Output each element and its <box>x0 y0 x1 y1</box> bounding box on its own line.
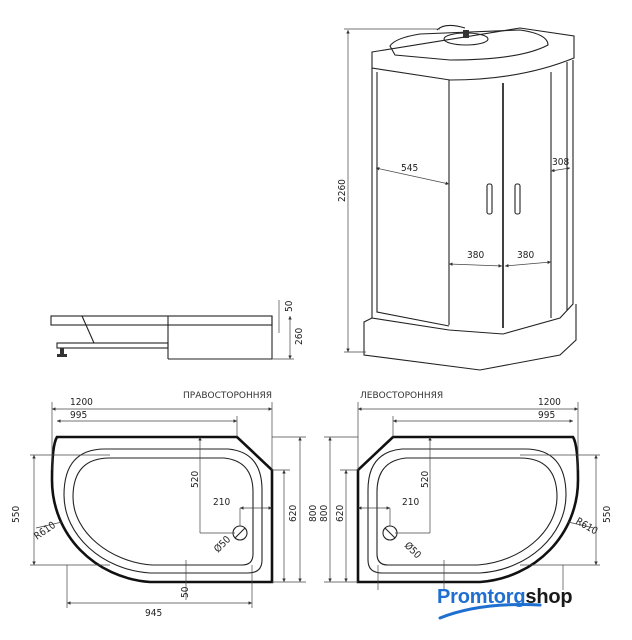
logo-swoosh-icon <box>438 603 542 620</box>
door-right-label: 380 <box>517 250 534 261</box>
width-label: 1200 <box>538 397 561 408</box>
promtorgshop-logo: Promtorgshop <box>437 586 573 609</box>
plan-left-hand: ЛЕВОСТОРОННЯЯ 1200 995 800 620 550 R610 … <box>319 391 630 640</box>
plan-title: ЛЕВОСТОРОННЯЯ <box>360 391 443 401</box>
curve-depth-label: 550 <box>11 506 22 523</box>
drain-x-label: 210 <box>213 497 230 508</box>
plan-right-hand: ПРАВОСТОРОННЯЯ 1200 995 800 620 550 R610… <box>11 391 319 619</box>
cabin-perspective-view: 2260 545 380 380 308 <box>337 24 577 371</box>
rim-label: 50 <box>180 586 191 598</box>
radius-label: R610 <box>574 516 600 537</box>
plan-title: ПРАВОСТОРОННЯЯ <box>183 391 272 401</box>
door-left-label: 380 <box>467 250 484 261</box>
depth-label: 800 <box>308 505 319 522</box>
curve-depth-label: 550 <box>602 506 613 523</box>
width-label: 1200 <box>70 397 93 408</box>
inner-width-label: 995 <box>538 410 555 421</box>
drain-diameter-label: Ø50 <box>212 533 234 555</box>
tray-height-label: 260 <box>294 328 305 345</box>
bottom-width-label: 945 <box>145 608 162 619</box>
drain-y-label: 520 <box>190 471 201 488</box>
tray-rim-label: 50 <box>284 300 295 312</box>
drain-x-label: 210 <box>402 497 419 508</box>
logo-part-2: shop <box>525 586 573 608</box>
tray-side-profile: 50 260 <box>50 300 305 360</box>
cabin-height-label: 2260 <box>337 179 348 202</box>
logo-part-1: Promtorg <box>437 586 526 608</box>
radius-label: R610 <box>32 520 58 543</box>
drain-diameter-label: Ø50 <box>402 540 424 562</box>
drain-y-label: 520 <box>420 471 431 488</box>
side-panel-label: 308 <box>552 157 569 168</box>
depth-label: 800 <box>319 505 330 522</box>
inner-width-label: 995 <box>70 410 87 421</box>
straight-depth-label: 620 <box>335 505 346 522</box>
straight-depth-label: 620 <box>288 505 299 522</box>
side-width-label: 545 <box>401 163 418 174</box>
